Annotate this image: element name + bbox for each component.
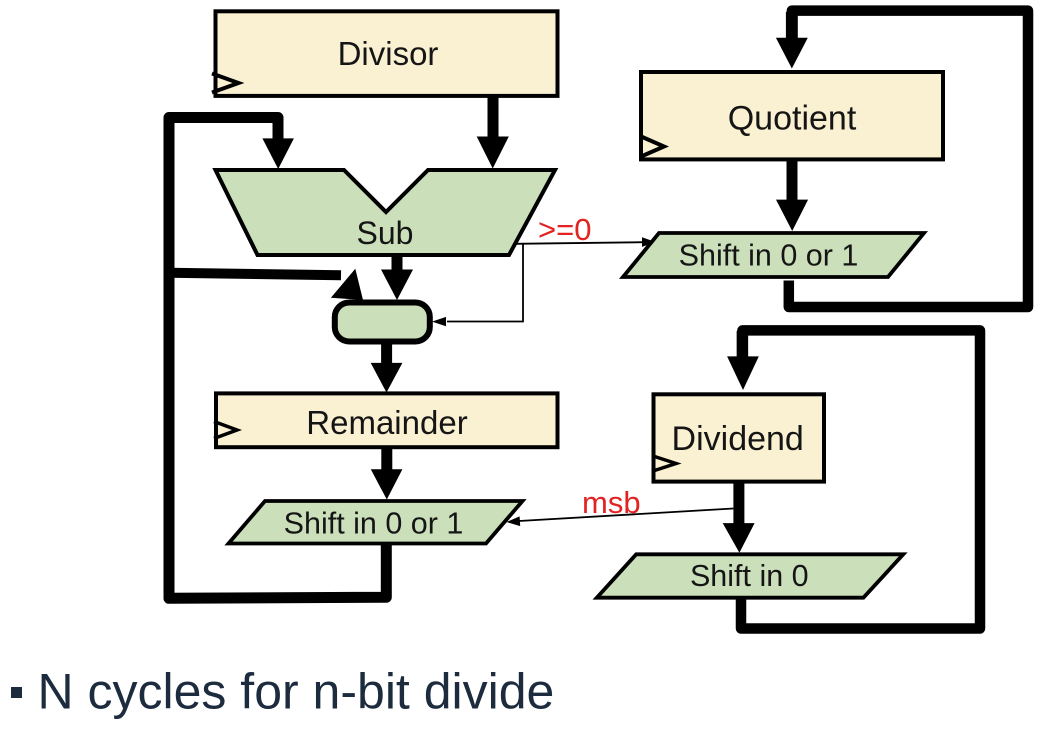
svg-text:msb: msb xyxy=(582,485,641,520)
svg-text:Sub: Sub xyxy=(357,215,414,251)
svg-text:Quotient: Quotient xyxy=(728,100,857,138)
svg-text:Remainder: Remainder xyxy=(306,404,467,441)
svg-text:Dividend: Dividend xyxy=(672,420,804,458)
svg-text:Shift in 0: Shift in 0 xyxy=(690,559,809,593)
svg-text:N cycles for n-bit divide: N cycles for n-bit divide xyxy=(38,664,555,720)
svg-text:Shift in 0 or 1: Shift in 0 or 1 xyxy=(679,239,859,273)
svg-text:Divisor: Divisor xyxy=(338,35,439,72)
svg-text:Shift in 0 or 1: Shift in 0 or 1 xyxy=(284,507,464,541)
svg-text:>=0: >=0 xyxy=(538,212,591,247)
